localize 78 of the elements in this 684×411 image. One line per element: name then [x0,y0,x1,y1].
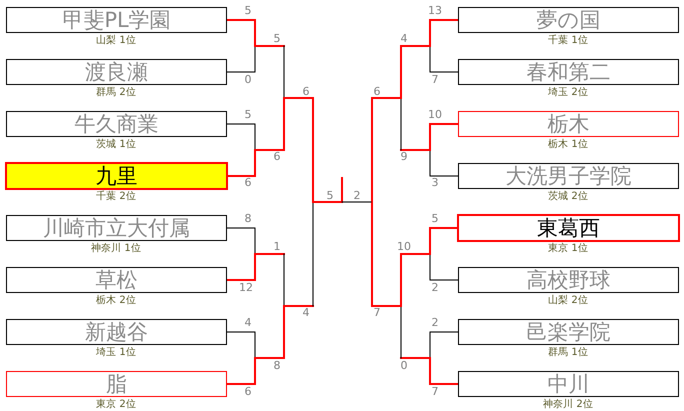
region-rank: 山梨 1位 [96,35,136,47]
score-label: 1 [274,241,280,253]
score-label: 8 [274,360,280,372]
score-label: 5 [432,213,438,225]
score-label: 7 [374,307,380,319]
score-label: 12 [239,282,253,294]
score-label: 0 [244,74,252,86]
score-label: 2 [432,282,438,294]
score-label: 4 [244,317,252,329]
score-label: 6 [274,151,280,163]
score-label: 3 [432,177,438,189]
team-box [6,319,227,345]
team-box [458,319,679,345]
team-box [6,267,227,293]
team-name: 渡良瀬 [85,60,148,84]
region-rank: 千葉 2位 [96,191,136,203]
team-box [458,7,679,33]
team-box [5,162,228,190]
score-label: 8 [244,213,252,225]
region-rank: 山梨 2位 [548,295,588,307]
region-rank: 栃木 2位 [96,295,136,307]
region-rank: 埼玉 2位 [548,87,588,99]
team-name: 春和第二 [526,60,610,84]
score-label: 5 [274,33,280,45]
region-rank: 群馬 1位 [548,347,588,359]
team-box [6,7,227,33]
score-label: 2 [432,317,438,329]
score-label: 9 [400,151,408,163]
team-name: 栃木 [548,112,590,136]
team-box [457,214,680,242]
region-rank: 神奈川 2位 [543,399,593,411]
team-name: 九里 [96,164,138,188]
score-label: 6 [302,86,310,98]
region-rank: 東京 1位 [548,243,588,255]
region-rank: 神奈川 1位 [91,243,141,255]
region-rank: 茨城 1位 [96,139,136,151]
team-box [458,267,679,293]
team-box [458,371,679,397]
score-label: 10 [397,241,411,253]
score-label: 6 [244,177,252,189]
score-label: 0 [400,360,408,372]
team-name: 牛久商業 [74,112,158,136]
team-name: 新越谷 [85,320,148,344]
region-rank: 東京 2位 [96,399,136,411]
score-label: 7 [432,386,438,398]
region-rank: 埼玉 1位 [96,347,136,359]
score-label: 13 [428,5,442,17]
team-name: 夢の国 [536,8,600,32]
team-name: 中川 [548,372,590,396]
score-label: 5 [326,190,334,202]
score-label: 4 [400,33,408,45]
score-label: 6 [374,86,380,98]
team-box [6,59,227,85]
team-name: 大洗男子学院 [506,164,632,188]
team-name: 高校野球 [526,268,610,292]
score-label: 6 [244,386,252,398]
team-box [458,163,679,189]
team-box [6,215,227,241]
score-label: 4 [302,307,310,319]
team-name: 脂 [106,372,127,396]
region-rank: 千葉 1位 [548,35,588,47]
team-name: 東葛西 [537,216,600,240]
score-label: 5 [244,5,252,17]
region-rank: 群馬 2位 [96,87,136,99]
score-label: 7 [432,74,438,86]
team-name: 川崎市立大付属 [43,216,190,240]
score-label: 2 [354,190,360,202]
region-rank: 栃木 1位 [548,139,588,151]
score-label: 10 [428,109,442,121]
team-box [6,111,227,137]
team-name: 邑楽学院 [526,320,610,344]
team-name: 草松 [96,268,138,292]
region-rank: 茨城 2位 [548,191,588,203]
team-name: 甲斐PL学園 [62,8,171,32]
team-box [458,59,679,85]
team-box [6,371,227,397]
score-label: 5 [244,109,252,121]
team-box [458,111,679,137]
